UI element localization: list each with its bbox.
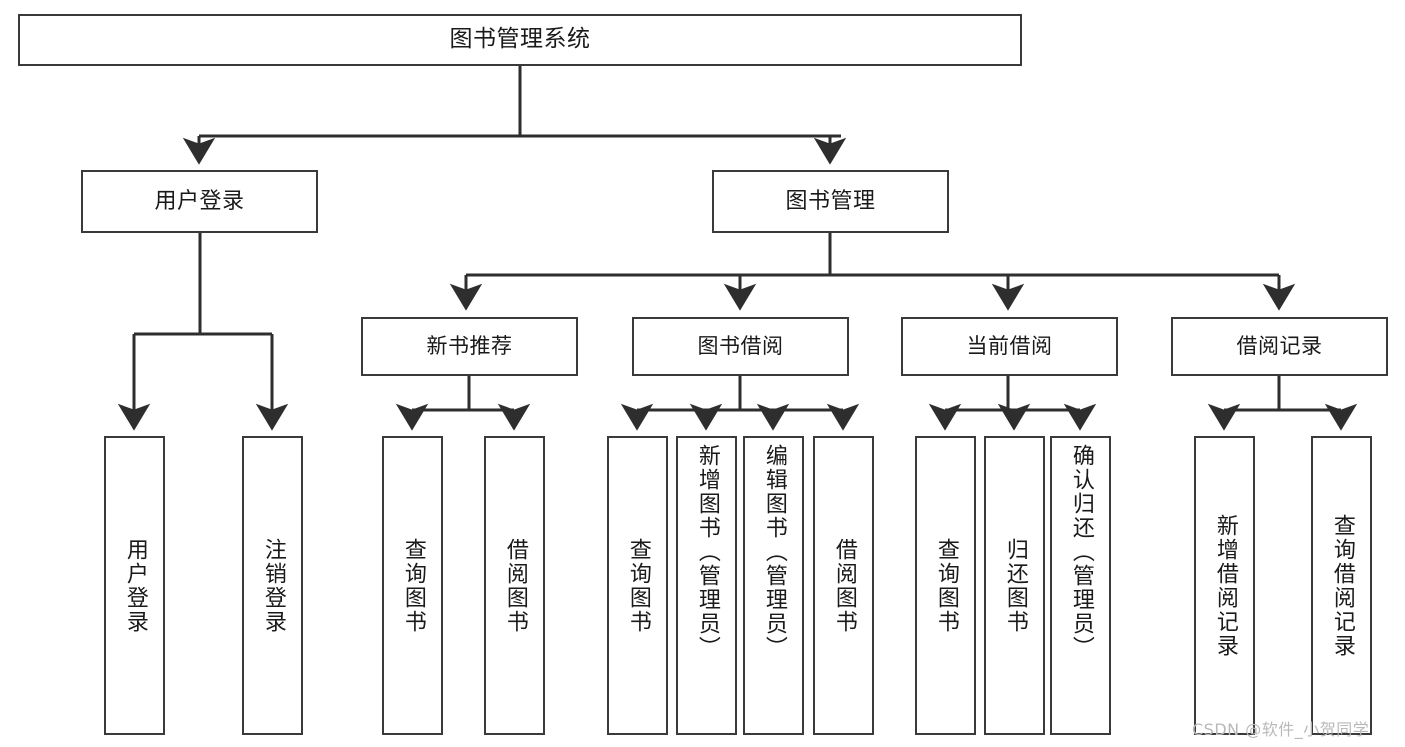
- leaf-logout-label: 注销登录: [260, 537, 286, 634]
- node-user-login[interactable]: 用户登录: [81, 170, 318, 233]
- leaf-add-record[interactable]: 新增借阅记录: [1194, 436, 1255, 735]
- leaf-query-record-label: 查询借阅记录: [1329, 513, 1355, 658]
- node-root[interactable]: 图书管理系统: [18, 14, 1022, 66]
- leaf-add-book[interactable]: 新增图书（管理员）: [676, 436, 737, 735]
- node-borrow-record-label: 借阅记录: [1236, 334, 1323, 359]
- node-borrow-record[interactable]: 借阅记录: [1171, 317, 1388, 376]
- node-current-borrow-label: 当前借阅: [966, 334, 1053, 359]
- leaf-edit-book[interactable]: 编辑图书（管理员）: [743, 436, 804, 735]
- leaf-confirm-return-label: 确认归还（管理员）: [1068, 444, 1094, 660]
- node-new-book-recommend-label: 新书推荐: [426, 334, 513, 359]
- node-book-management-label: 图书管理: [785, 188, 876, 214]
- node-new-book-recommend[interactable]: 新书推荐: [361, 317, 578, 376]
- leaf-query-book-2-label: 查询图书: [625, 537, 651, 634]
- leaf-user-login[interactable]: 用户登录: [104, 436, 165, 735]
- leaf-borrow-book-1-label: 借阅图书: [502, 537, 528, 634]
- node-book-management[interactable]: 图书管理: [712, 170, 949, 233]
- leaf-query-book-3-label: 查询图书: [933, 537, 959, 634]
- leaf-borrow-book-2[interactable]: 借阅图书: [813, 436, 874, 735]
- leaf-edit-book-label: 编辑图书（管理员）: [761, 444, 787, 660]
- csdn-watermark: CSDN @软件_小贺同学: [1192, 720, 1370, 739]
- leaf-return-book-label: 归还图书: [1002, 537, 1028, 634]
- leaf-return-book[interactable]: 归还图书: [984, 436, 1045, 735]
- leaf-query-book-1[interactable]: 查询图书: [382, 436, 443, 735]
- leaf-borrow-book-2-label: 借阅图书: [831, 537, 857, 634]
- leaf-query-book-1-label: 查询图书: [400, 537, 426, 634]
- leaf-query-record[interactable]: 查询借阅记录: [1311, 436, 1372, 735]
- leaf-add-record-label: 新增借阅记录: [1212, 513, 1238, 658]
- node-book-borrow-label: 图书借阅: [697, 334, 784, 359]
- leaf-borrow-book-1[interactable]: 借阅图书: [484, 436, 545, 735]
- node-root-label: 图书管理系统: [449, 26, 591, 53]
- leaf-user-login-label: 用户登录: [122, 537, 148, 634]
- leaf-logout[interactable]: 注销登录: [242, 436, 303, 735]
- leaf-query-book-3[interactable]: 查询图书: [915, 436, 976, 735]
- node-user-login-label: 用户登录: [154, 188, 245, 214]
- node-current-borrow[interactable]: 当前借阅: [901, 317, 1118, 376]
- leaf-query-book-2[interactable]: 查询图书: [607, 436, 668, 735]
- node-book-borrow[interactable]: 图书借阅: [632, 317, 849, 376]
- leaf-confirm-return[interactable]: 确认归还（管理员）: [1050, 436, 1111, 735]
- leaf-add-book-label: 新增图书（管理员）: [694, 444, 720, 660]
